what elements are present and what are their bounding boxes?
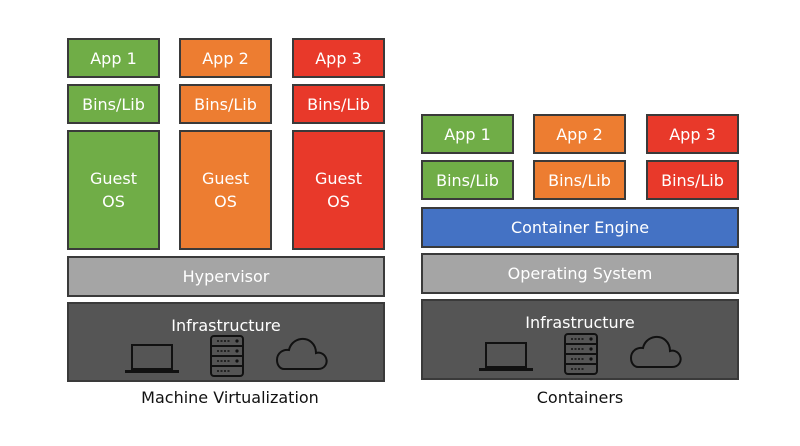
- vm-bins-1: Bins/Lib: [67, 84, 160, 124]
- laptop-icon: [125, 344, 179, 373]
- vm-app-1-label: App 1: [90, 48, 137, 68]
- ct-bins-3-label: Bins/Lib: [661, 170, 724, 190]
- vm-app-3: App 3: [292, 38, 385, 78]
- vm-hypervisor-label: Hypervisor: [182, 267, 270, 286]
- ct-app-3: App 3: [646, 114, 739, 154]
- ct-container-engine-label: Container Engine: [510, 218, 650, 237]
- vm-infrastructure-label: Infrastructure: [171, 316, 281, 335]
- vm-guest-os-2: Guest OS: [179, 130, 272, 250]
- vm-bins-2: Bins/Lib: [179, 84, 272, 124]
- cloud-icon: [275, 337, 328, 370]
- server-icon: [210, 335, 244, 377]
- ct-bins-1-label: Bins/Lib: [436, 170, 499, 190]
- vm-guest-os-2-label: Guest OS: [202, 169, 249, 211]
- ct-infrastructure-label: Infrastructure: [525, 313, 635, 332]
- ct-app-1: App 1: [421, 114, 514, 154]
- containers-caption: Containers: [536, 388, 624, 407]
- ct-app-2: App 2: [533, 114, 626, 154]
- vm-bins-1-label: Bins/Lib: [82, 94, 145, 114]
- ct-container-engine: Container Engine: [421, 207, 739, 248]
- ct-operating-system-label: Operating System: [507, 264, 653, 283]
- vm-app-3-label: App 3: [315, 48, 362, 68]
- vm-bins-2-label: Bins/Lib: [194, 94, 257, 114]
- vm-guest-os-1: Guest OS: [67, 130, 160, 250]
- vm-bins-3-label: Bins/Lib: [307, 94, 370, 114]
- ct-operating-system: Operating System: [421, 253, 739, 294]
- laptop-icon: [479, 342, 533, 371]
- server-icon: [564, 333, 598, 375]
- cloud-icon: [629, 335, 682, 368]
- ct-bins-2-label: Bins/Lib: [548, 170, 611, 190]
- ct-bins-3: Bins/Lib: [646, 160, 739, 200]
- ct-app-2-label: App 2: [556, 124, 603, 144]
- ct-app-1-label: App 1: [444, 124, 491, 144]
- vm-app-1: App 1: [67, 38, 160, 78]
- vm-hypervisor: Hypervisor: [67, 256, 385, 297]
- ct-bins-2: Bins/Lib: [533, 160, 626, 200]
- vm-caption: Machine Virtualization: [141, 388, 319, 407]
- vm-guest-os-3: Guest OS: [292, 130, 385, 250]
- ct-bins-1: Bins/Lib: [421, 160, 514, 200]
- vm-app-2-label: App 2: [202, 48, 249, 68]
- vm-infrastructure: Infrastructure: [67, 302, 385, 382]
- vm-bins-3: Bins/Lib: [292, 84, 385, 124]
- vm-app-2: App 2: [179, 38, 272, 78]
- vm-guest-os-3-label: Guest OS: [315, 169, 362, 211]
- vm-guest-os-1-label: Guest OS: [90, 169, 137, 211]
- ct-app-3-label: App 3: [669, 124, 716, 144]
